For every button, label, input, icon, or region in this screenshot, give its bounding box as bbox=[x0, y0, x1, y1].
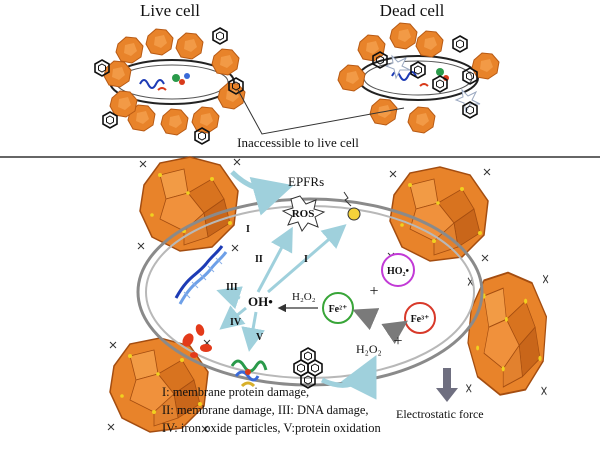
membrane-protein-icon bbox=[347, 207, 361, 221]
oh-radical-label: OH• bbox=[248, 294, 273, 309]
roman-ii: II bbox=[255, 254, 263, 265]
ros-burst-icon bbox=[281, 195, 326, 232]
epfrs-label: EPFRs bbox=[288, 174, 324, 189]
legend: I: membrane protein damage, II: membrane… bbox=[162, 383, 492, 437]
fe2-label: Fe²⁺ bbox=[329, 304, 348, 315]
dead-cell-title: Dead cell bbox=[380, 1, 445, 20]
plus-top: + bbox=[369, 283, 378, 300]
electrostatic-arrow bbox=[436, 368, 458, 402]
inaccessible-label: Inaccessible to live cell bbox=[237, 135, 359, 150]
plus-bottom: + bbox=[393, 333, 402, 350]
live-cell-title: Live cell bbox=[140, 1, 200, 20]
roman-v: V bbox=[256, 332, 264, 343]
pah-molecule-icon bbox=[293, 347, 323, 389]
epfrs-arrow bbox=[230, 170, 294, 216]
live-cell bbox=[109, 59, 235, 105]
h2o2-bottom-label: H₂O₂ bbox=[356, 342, 382, 356]
arrow-i bbox=[267, 224, 347, 294]
roman-i-left: I bbox=[246, 224, 250, 235]
arrow-v bbox=[241, 311, 265, 352]
roman-i-right: I bbox=[304, 254, 308, 265]
roman-iii: III bbox=[226, 282, 238, 293]
arrow-iii bbox=[216, 286, 243, 310]
ho2-label: HO₂• bbox=[387, 266, 410, 277]
protein-icon bbox=[230, 359, 268, 388]
arrow-iv bbox=[219, 305, 247, 330]
pah-arrow bbox=[320, 355, 377, 400]
inaccessible-pointer bbox=[237, 89, 405, 135]
fe3-ring bbox=[404, 302, 436, 334]
ros-label: ROS bbox=[292, 208, 315, 220]
arrow-ii bbox=[256, 226, 293, 293]
cell-membrane-outer bbox=[136, 197, 484, 387]
legend-line-1: I: membrane protein damage, bbox=[162, 385, 310, 399]
fe3-label: Fe³⁺ bbox=[411, 314, 430, 325]
legend-line-2: II: membrane damage, III: DNA damage, bbox=[162, 403, 369, 417]
ho2-ring bbox=[381, 253, 415, 287]
fragments-icon bbox=[182, 324, 212, 358]
fe2-ring bbox=[322, 292, 354, 324]
h2o2-center-label: H₂O₂ bbox=[292, 291, 316, 303]
live-cell-particles bbox=[103, 28, 246, 136]
spark-icon bbox=[343, 191, 352, 207]
arrow-h2o2-to-fe3 bbox=[381, 320, 408, 344]
iron-oxide-cluster-right bbox=[465, 271, 549, 396]
electrostatic-label: Electrostatic force bbox=[396, 407, 484, 421]
dna-helix-icon bbox=[174, 245, 228, 305]
rupture-spark-icon bbox=[384, 54, 411, 80]
arrow-fe3-to-fe2 bbox=[352, 308, 380, 331]
legend-line-3: IV: iron oxide particles, V:protein oxid… bbox=[162, 421, 381, 435]
dna-icon bbox=[139, 79, 165, 89]
iron-oxide-cluster-top-left bbox=[137, 156, 241, 252]
roman-iv: IV bbox=[230, 317, 242, 328]
